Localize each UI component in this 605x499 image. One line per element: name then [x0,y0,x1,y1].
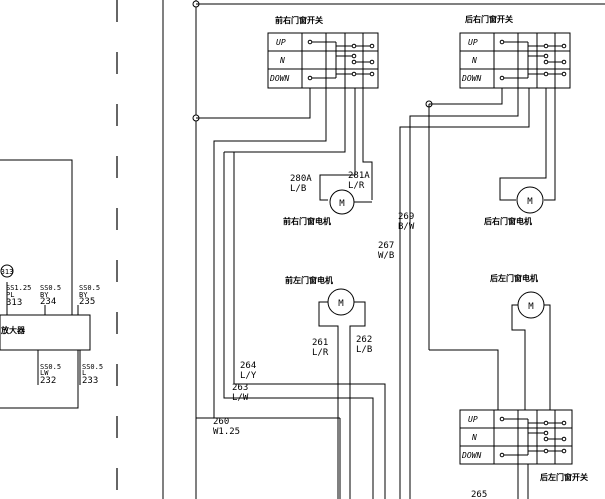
main-bus [192,0,605,499]
rear-left-window-switch: UP N DOWN 后左门窗开关 [459,409,588,482]
motor-symbol: M [528,302,534,312]
wire-label-color: B/W [398,222,415,232]
pin-spec: SS0.5 [40,363,61,371]
wire-label-num: 261 [312,338,328,348]
pin-number: 313 [6,298,22,308]
wire-label-num: 263 [232,383,248,393]
wire-label-num: 267 [378,241,394,251]
wire-label-color: L/B [290,184,306,194]
node-label: 313 [1,268,14,276]
wire-label-num: 281A [348,171,370,181]
switch-row-n: N [279,56,285,65]
wire-label-num: 260 [213,417,229,427]
wire-label-num: 280A [290,174,312,184]
rear-left-window-motor: 后左门窗电机 M [490,273,551,410]
motor-label: 前右门窗电机 [283,216,331,226]
switch-row-down: DOWN [269,74,289,83]
wire-label-num: 264 [240,361,256,371]
switch-row-n: N [471,433,477,442]
pin-number: 233 [82,376,98,386]
pin-spec: SS0.5 [82,363,103,371]
pin-code: BY [79,291,88,299]
switch-row-up: UP [276,38,286,47]
wire-label-num: 262 [356,335,372,345]
pin-code: LW [40,369,49,377]
pin-number: 235 [79,297,95,307]
switch-row-up: UP [468,38,478,47]
pin-code: BY [40,291,49,299]
switch-row-down: DOWN [461,74,481,83]
wire-label-num: 265 [471,490,487,499]
rear-right-window-motor: M 后右门窗电机 [484,186,544,226]
motor-symbol: M [338,299,344,309]
motor-label: 后左门窗电机 [490,273,538,283]
wire-label-color: L/R [312,348,329,358]
front-left-window-motor: 前左门窗电机 M [285,275,366,499]
connector-node-circle [0,264,14,278]
switch-row-n: N [471,56,477,65]
motor-label: 后右门窗电机 [484,216,532,226]
wire-label-color: W/B [378,251,394,261]
switch-title: 后右门窗开关 [465,14,513,24]
switch-title: 后左门窗开关 [540,472,588,482]
pin-spec: SS0.5 [79,284,100,292]
wire-label-color: L/B [356,345,372,355]
pin-spec: SS0.5 [40,284,61,292]
pin-code: L [82,369,86,377]
wire-label-color: L/Y [240,371,257,381]
pin-number: 232 [40,376,56,386]
front-right-window-switch: 前右门窗开关 UP N DOWN [267,15,379,89]
motor-label: 前左门窗电机 [285,275,333,285]
pin-code: PL [6,291,14,299]
switch-row-down: DOWN [461,451,481,460]
wire-label-color: L/R [348,181,365,191]
rear-right-window-switch: 后右门窗开关 UP N DOWN [459,14,571,89]
pin-number: 234 [40,297,56,307]
wire-label-num: 269 [398,212,414,222]
motor-symbol: M [527,197,533,207]
front-right-window-motor: M 前右门窗电机 [283,189,372,226]
amplifier-label: 放大器 [0,325,26,335]
switch-row-up: UP [468,415,478,424]
motor-symbol: M [339,199,345,209]
wire-label-color: W1.25 [213,427,240,437]
pin-spec: SS1.25 [6,284,31,292]
switch-title: 前右门窗开关 [275,15,323,25]
wire-label-color: L/W [232,393,249,403]
left-amplifier-block: 313 放大器 SS1.25 PL 313 SS0.5 BY 234 SS0.5… [0,159,103,409]
